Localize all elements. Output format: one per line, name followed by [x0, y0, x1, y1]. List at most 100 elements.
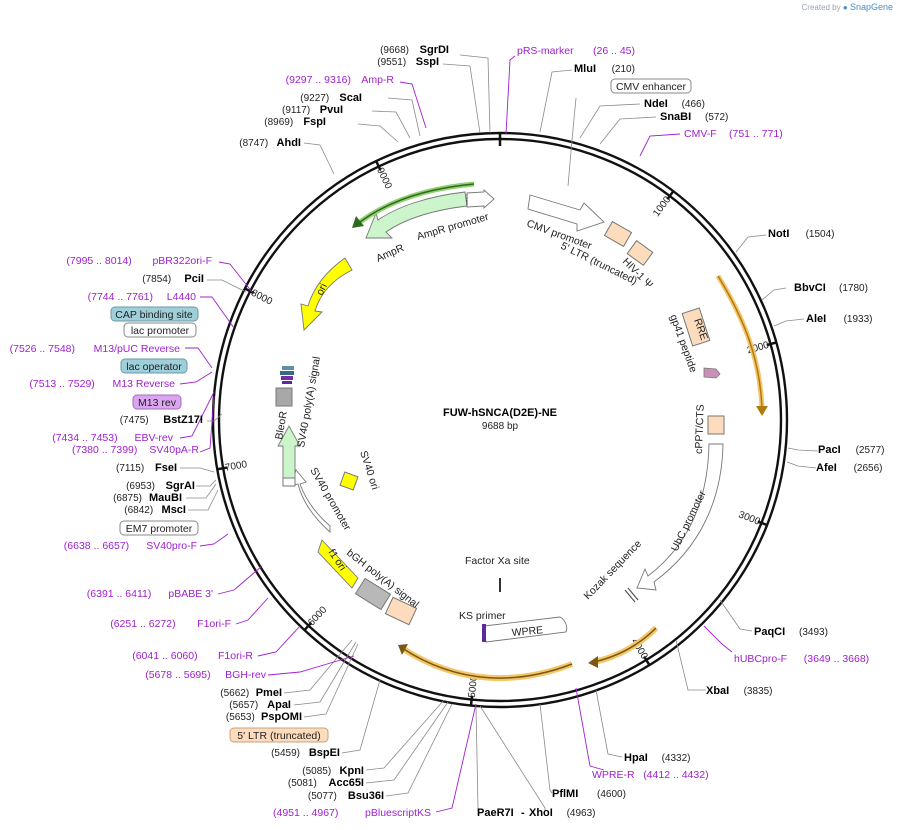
sv40-ori-feature[interactable] — [339, 471, 359, 491]
site-pmei-name: PmeI — [256, 687, 282, 699]
ks-primer-label: KS primer — [459, 610, 506, 622]
cap-binding-site-label: CAP binding site — [110, 306, 199, 322]
site-bbvci-position: (1780) — [839, 283, 868, 294]
bgh-grey-feature[interactable] — [354, 577, 392, 611]
site-noti-position: (1504) — [806, 229, 835, 240]
site-maubi-name: MauBI — [149, 492, 182, 504]
site-apai-position: (5657) — [229, 700, 258, 711]
paer7i-xhoi-separator: - — [521, 807, 525, 819]
tick-label-5000: 5000 — [467, 675, 480, 699]
factor-xa-label: Factor Xa site — [465, 555, 530, 567]
orf-arrow-bottom-right[interactable] — [588, 625, 659, 668]
tick-mark-6000 — [303, 621, 313, 631]
cppt-feature[interactable] — [707, 415, 725, 435]
site-pcii-name: PciI — [184, 273, 204, 285]
site-paqci-name: PaqCI — [754, 626, 785, 638]
m13-rev-label: M13 rev — [132, 394, 182, 410]
ampr-promoter-feature[interactable] — [466, 188, 495, 210]
ori-label: ori — [314, 282, 330, 298]
wpre-label: WPRE — [511, 624, 543, 639]
em7-feature[interactable] — [282, 477, 296, 487]
ampr-orf-arrow[interactable] — [352, 181, 475, 228]
site-pflmi-position: (4600) — [597, 789, 626, 800]
bleor-feature[interactable] — [277, 425, 301, 479]
primer-pbr322ori-f-range: (7995 .. 8014) — [66, 255, 131, 267]
rre-feature[interactable] — [681, 307, 711, 347]
plasmid-name: FUW-hSNCA(D2E)-NE — [443, 407, 557, 419]
site-scai-name: ScaI — [339, 92, 362, 104]
watermark-brand: SnapGene — [849, 2, 893, 12]
site-msci-name: MscI — [162, 504, 186, 516]
ubc-promoter-feature[interactable] — [636, 443, 724, 591]
site-paci-position: (2577) — [856, 445, 885, 456]
site-fspi-position: (8969) — [264, 117, 293, 128]
site-bstz17i-name: BstZ17I — [163, 414, 203, 426]
site-snabi-position: (572) — [705, 112, 728, 123]
bgh-pa-feature[interactable] — [384, 596, 418, 626]
site-paci-name: PacI — [818, 444, 841, 456]
primer-l4440-range: (7744 .. 7761) — [88, 291, 153, 303]
hiv-psi-feature[interactable] — [626, 239, 654, 267]
site-msci-position: (6842) — [124, 505, 153, 516]
site-pmei-position: (5662) — [220, 688, 249, 699]
ks-primer-mark — [482, 624, 486, 642]
orf-arrow-right[interactable] — [715, 274, 768, 416]
svg-text:5' LTR (truncated): 5' LTR (truncated) — [237, 730, 321, 742]
tick-mark-9000 — [375, 160, 382, 171]
ampr-feature[interactable] — [365, 191, 468, 239]
primer-f1ori-f-name: F1ori-F — [197, 618, 231, 630]
primer-pbluescriptks-name: pBluescriptKS — [365, 807, 431, 819]
site-apai-name: ApaI — [267, 699, 291, 711]
primer-pbabe-3--range: (6391 .. 6411) — [87, 588, 152, 600]
ampr-label: AmpR — [374, 242, 406, 265]
cmv-promoter-feature[interactable] — [527, 194, 605, 232]
primer-pbabe-3--name: pBABE 3' — [168, 588, 213, 600]
site-ndei-position: (466) — [682, 99, 705, 110]
primer-m13-reverse-name: M13 Reverse — [113, 378, 176, 390]
site-pflmi-name: PflMI — [552, 788, 578, 800]
primer-wpre-r-range: (4412 .. 4432) — [643, 769, 708, 781]
primer-sv40pa-r-name: SV40pA-R — [149, 444, 199, 456]
sv40-pa-feature[interactable] — [275, 387, 293, 407]
site-hpai-name: HpaI — [624, 752, 648, 764]
site-kpni-position: (5085) — [302, 766, 331, 777]
ori-feature[interactable] — [300, 257, 353, 331]
lac-operator-label: lac operator — [120, 358, 188, 374]
ltr-truncated-label: 5' LTR (truncated) — [229, 727, 329, 743]
primer-wpre-r-name: WPRE-R — [592, 769, 635, 781]
site-afei-position: (2656) — [854, 463, 883, 474]
site-mlui-position: (210) — [612, 64, 635, 75]
site-sgrdi-name: SgrDI — [420, 44, 449, 56]
tick-label-9000: 9000 — [374, 166, 394, 191]
sv40-pa-label: SV40 poly(A) signal — [295, 356, 323, 449]
em7-promoter-label: EM7 promoter — [119, 520, 199, 536]
svg-text:M13 rev: M13 rev — [138, 397, 177, 409]
primer-hubcpro-f-range: (3649 .. 3668) — [804, 653, 869, 665]
gp41-feature[interactable] — [703, 367, 721, 379]
snapgene-watermark: Created by ● SnapGene — [802, 2, 894, 12]
wpre-feature[interactable] — [483, 616, 568, 643]
tick-label-7000: 7000 — [224, 459, 248, 474]
primer-ebv-rev-range: (7434 .. 7453) — [52, 432, 117, 444]
f1-ori-feature[interactable] — [317, 539, 359, 589]
orf-arrow-bottom[interactable] — [398, 644, 574, 682]
primer-sv40pro-f-range: (6638 .. 6657) — [64, 540, 129, 552]
svg-text:lac promoter: lac promoter — [131, 325, 190, 337]
site-acc65i-position: (5081) — [288, 778, 317, 789]
tick-mark-5000 — [469, 695, 474, 706]
site-acc65i-name: Acc65I — [329, 777, 364, 789]
primer-sv40pro-f-name: SV40pro-F — [146, 540, 197, 552]
primer-m13-reverse-range: (7513 .. 7529) — [29, 378, 94, 390]
primer-f1ori-r-name: F1ori-R — [218, 650, 253, 662]
tick-label-6000: 6000 — [306, 604, 330, 628]
site-ahdi-position: (8747) — [239, 138, 268, 149]
site-bsu36i-position: (5077) — [308, 791, 337, 802]
ltr5-feature[interactable] — [603, 220, 633, 248]
site-scai-position: (9227) — [300, 93, 329, 104]
site-xbai-position: (3835) — [744, 686, 773, 697]
site-bbvci-name: BbvCI — [794, 282, 826, 294]
site-sgrai-name: SgrAI — [166, 480, 195, 492]
site-bspei-name: BspEI — [309, 747, 340, 759]
